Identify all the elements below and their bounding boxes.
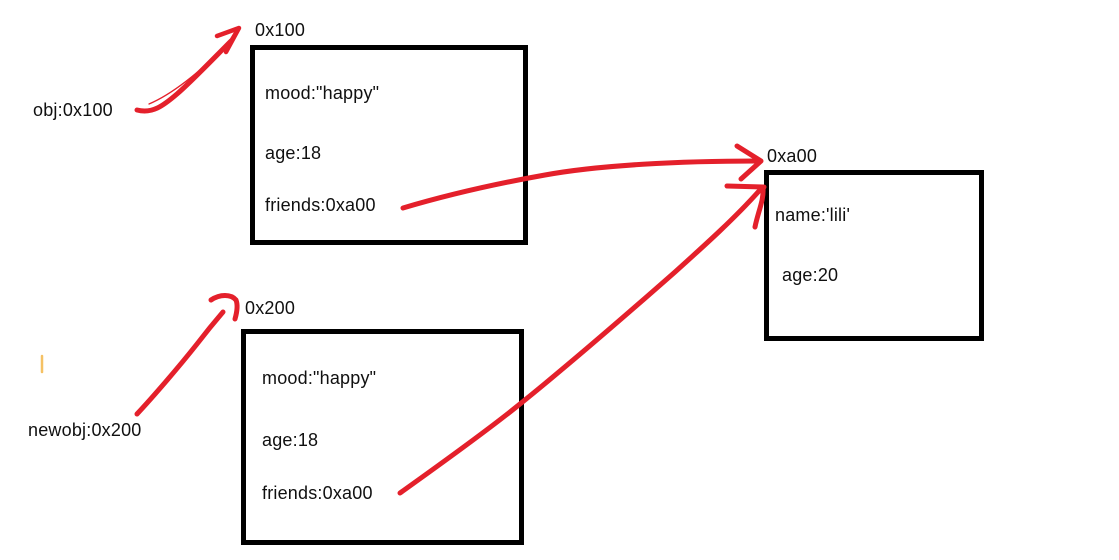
field-name: name:'lili' (775, 205, 851, 225)
object-box-0xa00: name:'lili' age:20 (764, 170, 984, 341)
field-age: age:18 (265, 143, 322, 163)
object-box-0x100: mood:"happy" age:18 friends:0xa00 (250, 45, 528, 245)
box-0x100-address-label: 0x100 (255, 20, 306, 40)
object-box-0x200: mood:"happy" age:18 friends:0xa00 (241, 329, 524, 545)
arrow-friends1-to-0xa00-head (734, 143, 764, 182)
arrow-obj-to-0x100-thin-stroke (148, 41, 231, 105)
box-0x200-address-label: 0x200 (245, 298, 296, 318)
arrow-obj-to-0x100-group (134, 25, 242, 114)
arrow-obj-to-0x100-head (214, 25, 242, 55)
box-0xa00-address-label: 0xa00 (767, 146, 818, 166)
arrow-newobj-to-0x200-head (208, 293, 240, 322)
arrow-newobj-to-0x200-group (134, 293, 240, 417)
arrow-friends2-to-0xa00-head-hook (752, 185, 766, 230)
variable-label-obj: obj:0x100 (33, 100, 113, 120)
field-friends: friends:0xa00 (265, 195, 376, 215)
field-friends: friends:0xa00 (262, 483, 373, 503)
arrow-friends2-to-0xa00-head-bar (724, 183, 767, 190)
arrow-newobj-to-0x200 (134, 309, 226, 417)
field-mood: mood:"happy" (265, 83, 380, 103)
field-mood: mood:"happy" (262, 368, 377, 388)
field-age: age:20 (782, 265, 839, 285)
arrow-obj-to-0x100 (134, 38, 234, 114)
arrow-obj-to-0x100-head-scribble (225, 29, 238, 48)
field-age: age:18 (262, 430, 319, 450)
variable-label-newobj: newobj:0x200 (28, 420, 142, 440)
